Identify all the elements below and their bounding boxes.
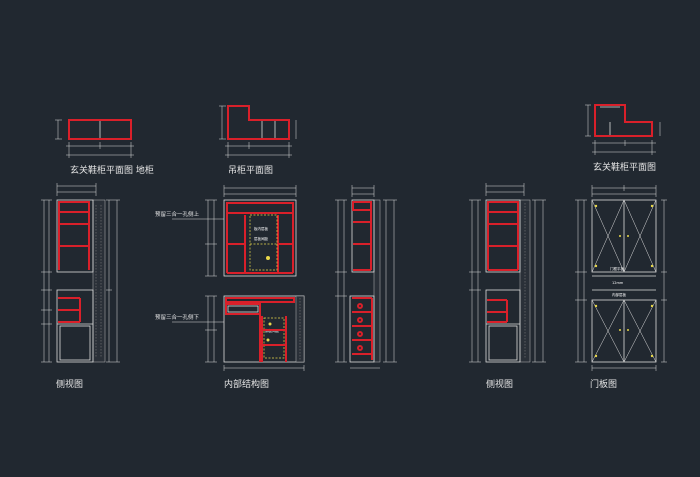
hanging-plan-title: 吊柜平面图: [228, 164, 273, 176]
door-note-2: 12mm: [612, 281, 624, 285]
right-side-view: 侧视图: [469, 183, 546, 390]
shoe-cabinet-plan-right: 玄关鞋柜平面图: [585, 104, 661, 173]
right-plan-outline: [594, 104, 653, 137]
inner-structure-view: 板内层板 层板间距 预留三合一孔侧上 预留三合一孔侧下 搁板间距: [155, 185, 305, 390]
left-side-view: 侧视图: [41, 183, 120, 390]
shoe-cabinet-plan-outline: [68, 119, 132, 140]
door-note-3: 内部层板: [612, 292, 626, 297]
hinge-annotation-top: 预留三合一孔侧上: [155, 210, 200, 218]
shoe-cabinet-plan: 玄关鞋柜平面图 地柜: [55, 119, 154, 176]
inner-note-1: 板内层板: [254, 226, 268, 231]
hanging-plan-outline: [227, 105, 290, 140]
door-panel-view: 门框平板 12mm 内部层板 门板图: [575, 185, 667, 390]
middle-side-section: [335, 185, 397, 369]
hanging-cabinet-plan: 吊柜平面图: [219, 105, 297, 176]
door-panel-title: 门板图: [590, 378, 617, 390]
shoe-plan-title: 玄关鞋柜平面图 地柜: [70, 164, 154, 176]
door-note-1: 门框平板: [610, 266, 624, 271]
inner-note-2: 层板间距: [254, 236, 268, 241]
right-plan-title: 玄关鞋柜平面图: [593, 161, 656, 173]
right-side-view-title: 侧视图: [486, 378, 513, 390]
left-side-view-title: 侧视图: [56, 378, 83, 390]
hinge-annotation-bottom: 预留三合一孔侧下: [155, 313, 200, 321]
inner-structure-title: 内部结构图: [224, 378, 269, 390]
